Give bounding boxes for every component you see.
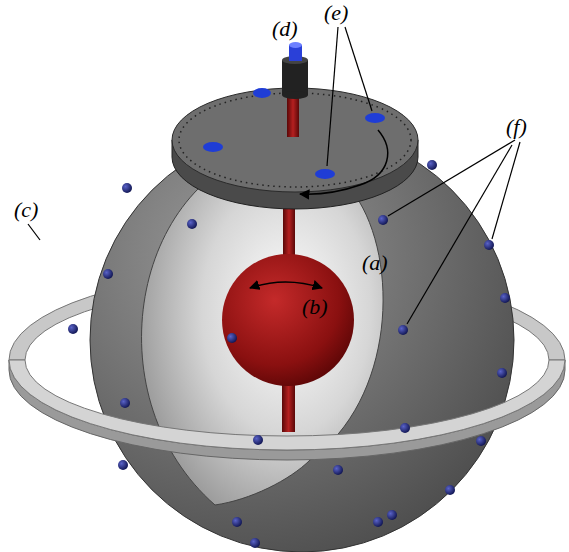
lid-disc <box>172 88 418 192</box>
lid-holes <box>179 93 411 187</box>
leader-lines <box>28 27 520 324</box>
rotation-arrow <box>250 282 322 288</box>
lid-masses <box>203 88 385 179</box>
cap-top <box>289 42 302 48</box>
post-body <box>282 60 308 95</box>
pendulum-ball <box>222 254 354 386</box>
callout-letter: (c) <box>14 199 38 221</box>
post-base <box>282 91 308 99</box>
ring-front-top <box>9 360 565 450</box>
source-masses <box>68 160 510 548</box>
gap-arrow <box>300 130 388 194</box>
callout-letter: (a) <box>362 252 388 274</box>
callout-letter: (f) <box>506 116 527 138</box>
callout-letter: (b) <box>302 296 328 318</box>
callout-letter: (d) <box>272 18 298 40</box>
callout-letter: (e) <box>324 2 348 24</box>
ring-front <box>9 360 565 460</box>
